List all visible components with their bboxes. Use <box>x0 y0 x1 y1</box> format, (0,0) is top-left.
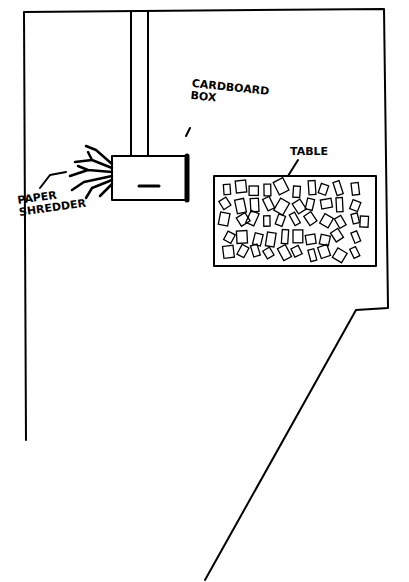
paper-scrap <box>350 247 360 259</box>
part-label: CARDBOARD BOX <box>190 78 272 110</box>
box-slot <box>139 185 159 188</box>
paper-scrap <box>263 247 274 259</box>
paper-scrap <box>223 184 230 195</box>
paper-scrap <box>264 184 271 196</box>
paper-scrap <box>224 231 236 243</box>
paper-scrap <box>249 186 258 195</box>
paper-scrap <box>250 244 260 257</box>
paper-scrap <box>293 230 303 243</box>
paper-scrap <box>319 234 330 246</box>
paper-scrap <box>320 214 334 228</box>
paper-scrap <box>219 197 231 209</box>
paper-scrap <box>237 244 249 257</box>
table <box>214 176 376 266</box>
part-label: TABLE <box>290 146 350 158</box>
paper-scrap <box>223 245 235 258</box>
paper-scrap <box>336 198 343 212</box>
box-shade <box>185 156 190 200</box>
paper-scrap <box>351 213 360 224</box>
paper-scrap <box>350 200 361 212</box>
cardboard-box <box>112 156 188 200</box>
paper-scrap <box>275 214 285 226</box>
shreds <box>70 146 112 198</box>
room-outline <box>24 9 388 580</box>
paper-scrap <box>235 198 247 213</box>
paper-scrap <box>236 231 247 244</box>
paper-scrap <box>273 178 289 195</box>
paper-scrap <box>253 233 264 246</box>
paper-scrap <box>274 198 290 215</box>
paper-scrap <box>235 180 247 193</box>
paper-scrap <box>293 186 301 198</box>
paper-scrap <box>320 198 332 209</box>
paper-scrap <box>304 212 317 226</box>
paper-scrap <box>333 181 343 196</box>
paper-scrap <box>331 228 344 242</box>
leader-table <box>288 160 298 176</box>
paper-scrap <box>305 198 314 210</box>
paper-scrap <box>263 196 275 211</box>
leader-shredder <box>40 172 66 188</box>
paper-scrap <box>318 183 328 195</box>
paper-scrap <box>334 215 346 228</box>
paper-scrap <box>351 231 361 243</box>
paper-scrap <box>308 249 317 262</box>
paper-scrap <box>236 213 250 227</box>
paper-scrap <box>308 180 316 194</box>
paper-scrap <box>360 216 369 227</box>
paper-scrap <box>265 232 276 247</box>
paper-scrap <box>305 234 316 245</box>
leader-box <box>186 128 190 136</box>
paper-scrap <box>289 212 300 225</box>
paper-scrap <box>277 245 291 261</box>
paper-scrap <box>281 229 288 243</box>
paper-scrap <box>291 245 302 257</box>
paper-scrap <box>264 216 270 227</box>
rope <box>131 12 148 156</box>
paper-scrap <box>332 248 347 263</box>
paper-scrap <box>246 210 259 226</box>
paper-scrap <box>218 212 230 226</box>
paper-scrap <box>351 182 360 195</box>
paper-scrap <box>318 244 331 258</box>
part-label: PAPER SHREDDER <box>17 185 92 219</box>
paper-scraps <box>218 178 368 263</box>
